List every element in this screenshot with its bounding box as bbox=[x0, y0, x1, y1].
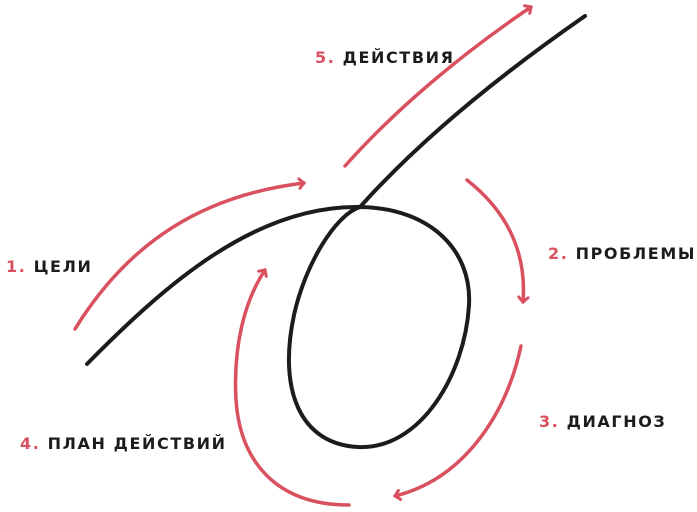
arrow-diagnosis bbox=[393, 344, 523, 496]
step-problems-label: 2. ПРОБЛЕМЫ bbox=[548, 244, 696, 264]
step-action-plan-text: ПЛАН ДЕЙСТВИЙ bbox=[47, 434, 227, 453]
step-diagnosis-label: 3. ДИАГНОЗ bbox=[539, 412, 666, 432]
arrow-problems bbox=[465, 178, 523, 304]
step-goals-label: 1. ЦЕЛИ bbox=[6, 257, 92, 277]
step-goals-number: 1. bbox=[6, 257, 27, 276]
step-diagnosis-number: 3. bbox=[539, 412, 560, 431]
loop-path bbox=[85, 14, 587, 450]
step-goals-text: ЦЕЛИ bbox=[33, 257, 93, 276]
step-actions-number: 5. bbox=[315, 48, 336, 67]
step-problems-number: 2. bbox=[548, 244, 569, 263]
step-action-plan-number: 4. bbox=[20, 434, 41, 453]
step-problems-text: ПРОБЛЕМЫ bbox=[575, 244, 697, 263]
step-actions-text: ДЕЙСТВИЯ bbox=[342, 48, 455, 67]
step-action-plan-label: 4. ПЛАН ДЕЙСТВИЙ bbox=[20, 434, 227, 454]
arrow-action-plan bbox=[233, 268, 351, 507]
arrow-goals-to-problems bbox=[73, 183, 306, 331]
arrow-actions bbox=[343, 7, 533, 168]
step-diagnosis-text: ДИАГНОЗ bbox=[566, 412, 667, 431]
step-actions-label: 5. ДЕЙСТВИЯ bbox=[315, 48, 455, 68]
